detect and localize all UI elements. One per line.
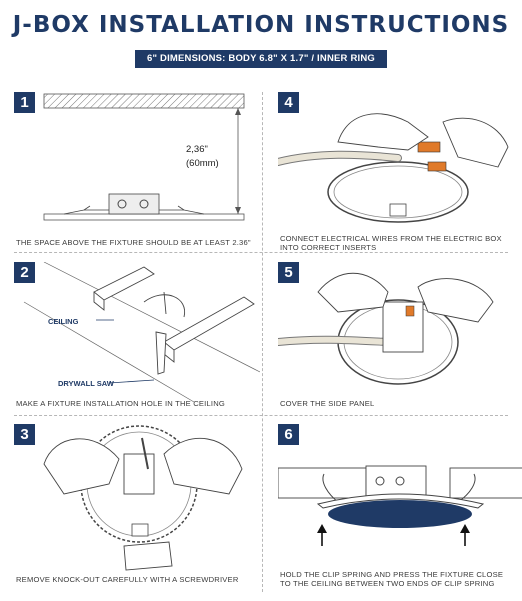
step-2-panel: 2 CEILING DRYWALL SAW MAKE A FIXTURE INS…: [14, 262, 260, 432]
cut-hole: [143, 294, 186, 318]
step-2-illustration: [23, 262, 260, 403]
hand-left: [317, 272, 389, 313]
clearance-dimension-inches: 2,36": [186, 144, 208, 155]
step-3-illustration: [43, 425, 243, 571]
step-6-illustration: [278, 465, 522, 546]
ceiling-label: CEILING: [48, 317, 79, 326]
step-4-caption-line-2: INTO CORRECT INSERTS: [280, 243, 377, 252]
junction-box: [108, 193, 160, 215]
fixture-trim: [316, 493, 485, 509]
step-5-illustration: [278, 272, 494, 385]
knock-out-piece: [123, 541, 173, 571]
step-1-panel: 1 2,36" (60mm) THE SPACE ABOVE THE FIXTU…: [14, 92, 260, 262]
step-4-illustration: [278, 113, 509, 223]
joist-left: [93, 266, 155, 301]
junction-box: [382, 301, 424, 353]
hand-right: [442, 117, 509, 168]
step-number: 1: [14, 92, 35, 113]
step-number: 4: [278, 92, 299, 113]
dimensions-banner: 6" DIMENSIONS: BODY 6.8" X 1.7" / INNER …: [135, 50, 387, 82]
page-title: J-BOX INSTALLATION INSTRUCTIONS: [12, 12, 510, 38]
step-number: 3: [14, 424, 35, 445]
hand-right: [417, 278, 494, 323]
step-number: 6: [278, 424, 299, 445]
step-number: 5: [278, 262, 299, 283]
drywall-saw-label: DRYWALL SAW: [58, 379, 114, 388]
step-2-caption: MAKE A FIXTURE INSTALLATION HOLE IN THE …: [16, 399, 225, 408]
junction-box: [123, 453, 155, 495]
step-1-caption: THE SPACE ABOVE THE FIXTURE SHOULD BE AT…: [16, 238, 251, 247]
joist-right: [163, 296, 255, 351]
clearance-dimension-mm: (60mm): [186, 158, 219, 169]
row-divider-1: [14, 252, 508, 253]
hand-left: [43, 438, 120, 495]
step-6-caption-line-1: HOLD THE CLIP SPRING AND PRESS THE FIXTU…: [280, 570, 504, 579]
hand-right: [163, 438, 243, 495]
ceiling-joist: [43, 93, 245, 109]
step-1-illustration: [43, 93, 245, 221]
wire-connector: [417, 141, 441, 153]
step-3-panel: 3 REMOVE KNOCK-OUT CAREFULLY WITH A SCRE…: [14, 424, 260, 594]
screwdriver: [141, 437, 149, 470]
ceiling-left: [278, 467, 367, 499]
fixture-lens: [328, 500, 472, 528]
step-3-caption: REMOVE KNOCK-OUT CAREFULLY WITH A SCREWD…: [16, 575, 239, 584]
ceiling-right: [449, 467, 522, 499]
step-4-panel: 4 CONNECT ELECTRICAL WIRES FROM THE ELEC…: [278, 92, 522, 262]
row-divider-2: [14, 415, 508, 416]
step-6-panel: 6 HOLD THE CLIP SPRING AND PRESS THE FIX…: [278, 424, 522, 594]
ceiling-plane: [23, 262, 260, 403]
step-6-caption-line-2: TO THE CEILING BETWEEN TWO ENDS OF CLIP …: [280, 579, 495, 588]
step-5-panel: 5 COVER THE SIDE PANEL: [278, 262, 522, 432]
drywall-ceiling: [43, 213, 245, 221]
wire-connector: [405, 305, 415, 317]
drywall-saw: [155, 331, 167, 375]
step-4-caption-line-1: CONNECT ELECTRICAL WIRES FROM THE ELECTR…: [280, 234, 502, 243]
step-5-caption: COVER THE SIDE PANEL: [280, 399, 375, 408]
column-divider: [262, 92, 263, 592]
hand-left: [337, 113, 429, 151]
step-number: 2: [14, 262, 35, 283]
